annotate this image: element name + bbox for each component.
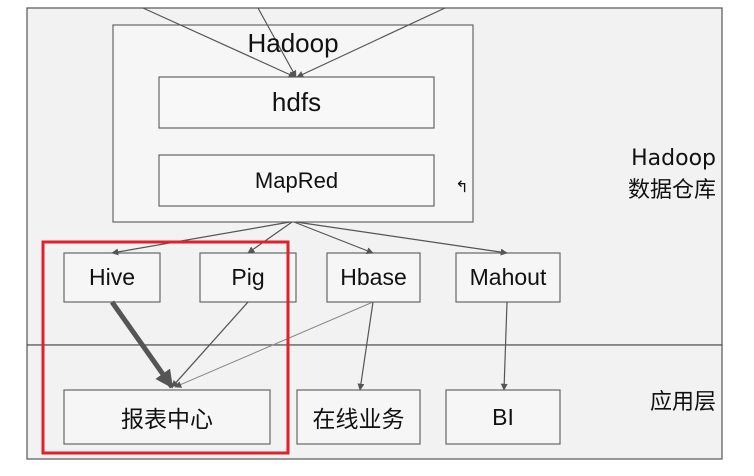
arrow-pig-to-report <box>171 301 249 388</box>
hbase-label: Hbase <box>340 264 407 290</box>
arrow-source-3-to-hdfs <box>296 7 446 78</box>
arrow-source-2-to-hdfs <box>257 7 297 78</box>
arrow-hadoop-to-hbase <box>293 221 374 254</box>
mahout-label: Mahout <box>469 264 547 290</box>
hadoop-label: Hadoop <box>247 27 339 58</box>
highlight-frame <box>41 240 290 455</box>
report-center-box <box>63 389 271 445</box>
online-business-label: 在线业务 <box>312 407 405 433</box>
arrow-hbase-to-online <box>357 301 374 391</box>
cursor-mark: ↰ <box>455 176 469 196</box>
hive-box <box>63 252 161 303</box>
application-layer-label: 应用层 <box>649 390 716 415</box>
hive-label: Hive <box>88 264 135 290</box>
warehouse-layer-label: Hadoop 数据仓库 <box>627 146 716 203</box>
bi-box <box>445 389 561 445</box>
online-business-box <box>296 389 421 445</box>
bi-label: BI <box>492 403 514 430</box>
pig-label: Pig <box>231 264 265 290</box>
arrow-hbase-to-report <box>174 301 374 388</box>
report-center-label: 报表中心 <box>121 407 213 433</box>
arrow-hive-to-report <box>109 300 175 389</box>
arrow-hadoop-to-pig <box>247 221 293 254</box>
hdfs-label: hdfs <box>271 87 322 117</box>
arrow-hadoop-to-hive <box>111 221 291 256</box>
mapred-label: MapRed <box>254 167 339 193</box>
hdfs-box <box>158 76 435 129</box>
hbase-box <box>326 252 421 303</box>
mapred-box <box>158 154 435 207</box>
arrow-hadoop-to-mahout <box>295 221 508 256</box>
mahout-box <box>455 252 561 303</box>
arrow-mahout-to-bi <box>500 301 508 391</box>
arrow-source-1-to-hdfs <box>142 7 296 78</box>
